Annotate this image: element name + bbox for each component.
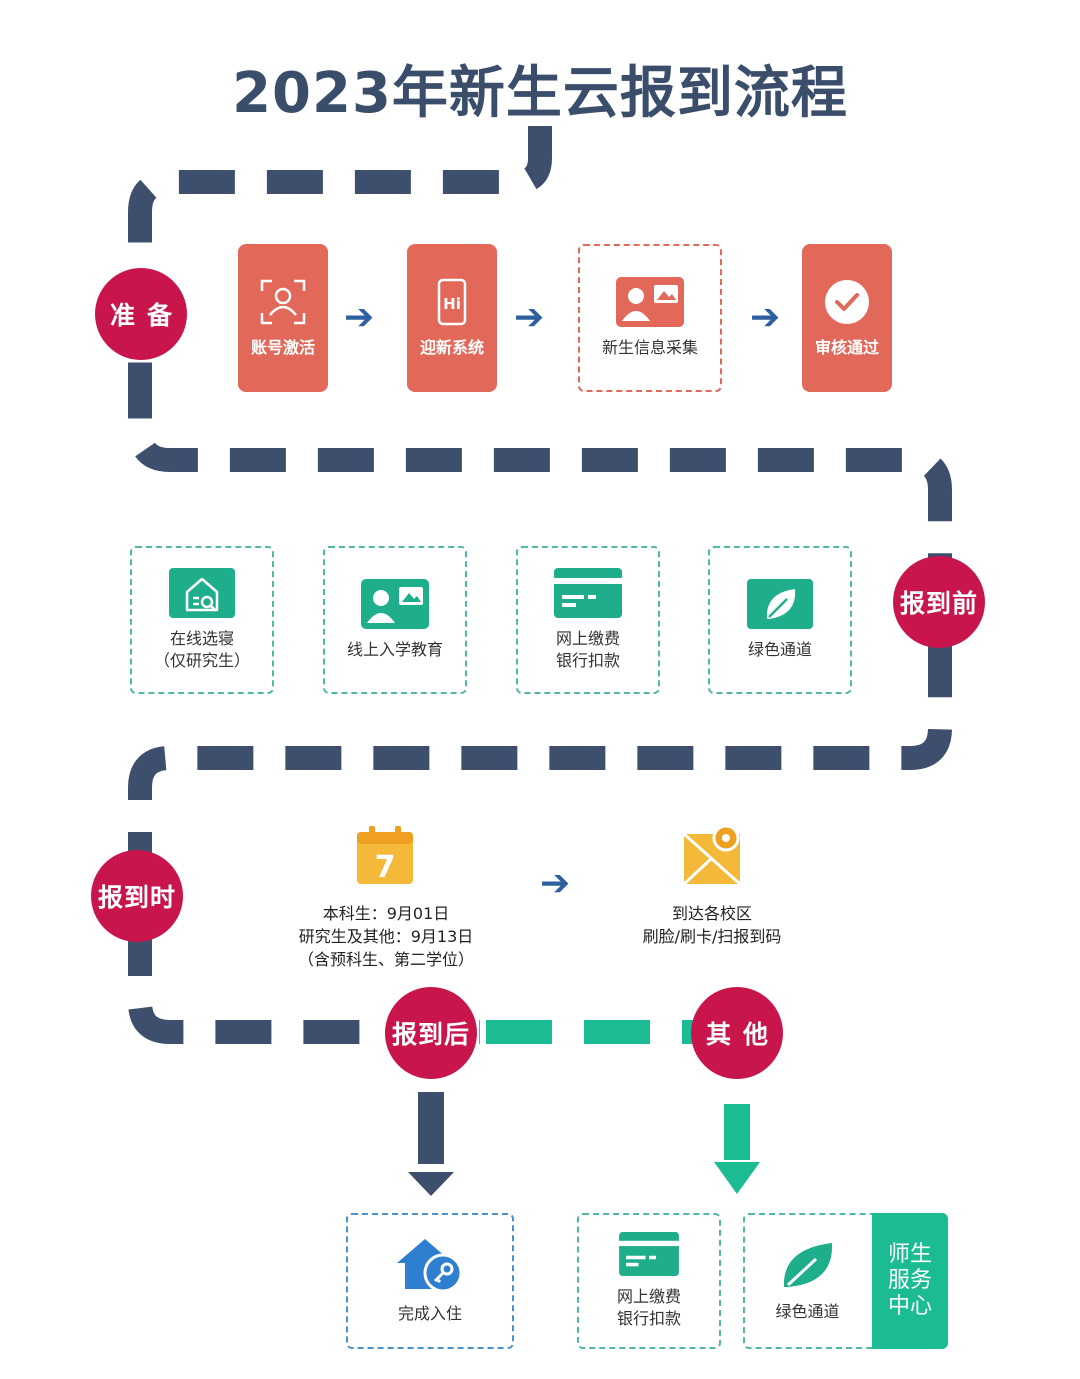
- bank-card-icon: [619, 1232, 679, 1276]
- bank-card-icon: [554, 568, 622, 618]
- step-account-activate[interactable]: 账号激活: [238, 244, 328, 392]
- path-segment-top: [128, 126, 952, 1044]
- step-online-education[interactable]: 线上入学教育: [323, 546, 467, 694]
- step-label: 账号激活: [250, 338, 315, 357]
- calendar-icon: 7: [357, 826, 413, 884]
- id-card-icon: [361, 579, 429, 629]
- service-center-tab: 师生 服务 中心: [872, 1213, 948, 1349]
- step-green-channel[interactable]: 绿色通道: [708, 546, 852, 694]
- house-key-icon: [397, 1239, 463, 1293]
- step-approved[interactable]: 审核通过: [802, 244, 892, 392]
- id-card-icon: [616, 277, 684, 327]
- calendar-day: 7: [375, 850, 396, 884]
- step-label: 绿色通道: [747, 640, 812, 659]
- stage-after: 报到后: [385, 987, 477, 1079]
- stage-prepare: 准备: [95, 268, 187, 360]
- map-location-icon: [684, 824, 741, 886]
- check-circle-icon: [825, 280, 869, 324]
- arrive-campus: 到达各校区 刷脸/刷卡/扫报到码: [642, 904, 782, 946]
- leaf-icon: [747, 579, 813, 629]
- face-scan-icon: [260, 279, 306, 325]
- arrow-right-icon: ➔: [540, 863, 571, 904]
- step-label: 完成入住: [397, 1304, 462, 1323]
- step-online-payment[interactable]: 网上缴费 银行扣款: [516, 546, 660, 694]
- step-label: 审核通过: [814, 338, 879, 357]
- down-arrow-other: [714, 1104, 760, 1194]
- step-label: 线上入学教育: [346, 640, 443, 659]
- down-arrow-after: [408, 1092, 454, 1196]
- step-label: 新生信息采集: [601, 338, 698, 357]
- stage-before: 报到前: [893, 556, 985, 648]
- report-dates: 本科生：9月01日 研究生及其他：9月13日 （含预科生、第二学位）: [297, 904, 474, 969]
- leaf-icon: [783, 1243, 832, 1287]
- arrow-right-icon: ➔: [344, 297, 375, 338]
- step-info-collect[interactable]: 新生信息采集: [578, 244, 722, 392]
- svg-text:Hi: Hi: [443, 295, 461, 313]
- phone-hi-icon: Hi: [437, 278, 467, 326]
- arrow-right-icon: ➔: [514, 297, 545, 338]
- arrow-right-icon: ➔: [750, 297, 781, 338]
- step-label: 网上缴费 银行扣款: [616, 1287, 681, 1328]
- step-label: 绿色通道: [775, 1302, 840, 1321]
- step-online-dorm[interactable]: 在线选寝 （仅研究生）: [130, 546, 274, 694]
- dorm-search-icon: [169, 568, 235, 618]
- step-move-in[interactable]: 完成入住: [346, 1213, 514, 1349]
- step-online-payment-other[interactable]: 网上缴费 银行扣款: [577, 1213, 721, 1349]
- step-label: 迎新系统: [419, 338, 484, 357]
- step-welcome-system[interactable]: Hi 迎新系统: [407, 244, 497, 392]
- page-title: 2023年新生云报到流程: [232, 61, 848, 126]
- step-label: 在线选寝 （仅研究生）: [153, 629, 250, 670]
- stage-other: 其他: [691, 987, 783, 1079]
- step-label: 网上缴费 银行扣款: [555, 629, 620, 670]
- stage-during: 报到时: [91, 850, 183, 942]
